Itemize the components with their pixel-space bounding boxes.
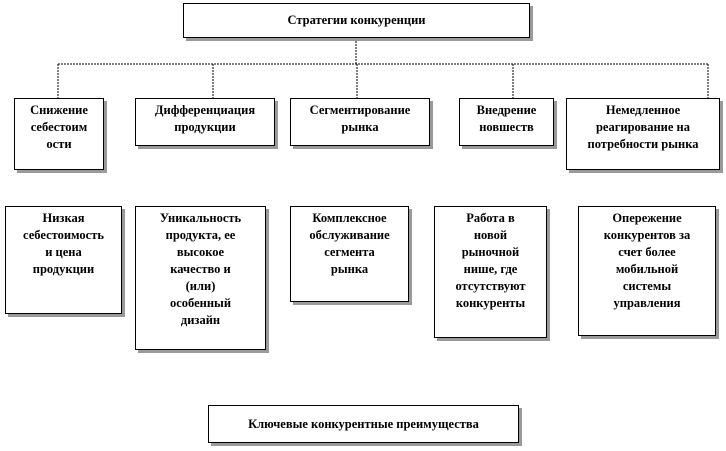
strategy-box-segmentation: Сегментирование рынка [290, 98, 430, 146]
advantage-label: Опережение конкурентов за счет более моб… [603, 211, 691, 310]
strategy-box-differentiation: Дифференциация продукции [135, 98, 275, 146]
advantage-box-segment-service: Комплексное обслуживание сегмента рынка [290, 206, 409, 302]
title-text: Стратегии конкуренции [287, 13, 426, 27]
advantage-label: Работа в новой рыночной нише, где отсутс… [455, 211, 526, 310]
advantage-box-unique-product: Уникальность продукта, ее высокое качест… [135, 206, 266, 350]
strategy-box-innovation: Внедрение новшеств [459, 98, 554, 146]
advantage-box-low-cost: Низкая себестоимость и цена продукции [5, 206, 122, 314]
footer-text: Ключевые конкурентные преимущества [248, 416, 479, 431]
advantage-label: Уникальность продукта, ее высокое качест… [159, 211, 242, 327]
strategy-box-market-response: Немедленное реагирование на потребности … [566, 98, 720, 170]
title-box: Стратегии конкуренции [183, 3, 530, 38]
advantage-box-new-niche: Работа в новой рыночной нише, где отсутс… [434, 206, 547, 338]
strategy-label: Сегментирование рынка [309, 103, 411, 134]
strategy-label: Немедленное реагирование на потребности … [587, 103, 699, 151]
footer-box: Ключевые конкурентные преимущества [208, 405, 519, 443]
advantage-box-mobile-management: Опережение конкурентов за счет более моб… [578, 206, 716, 336]
strategy-label: Снижение себестоим ости [30, 103, 88, 151]
advantage-label: Комплексное обслуживание сегмента рынка [309, 211, 390, 276]
advantage-label: Низкая себестоимость и цена продукции [23, 211, 104, 276]
strategy-label: Дифференциация продукции [154, 103, 256, 134]
strategy-box-cost-reduction: Снижение себестоим ости [14, 98, 104, 170]
strategy-label: Внедрение новшеств [476, 103, 537, 134]
